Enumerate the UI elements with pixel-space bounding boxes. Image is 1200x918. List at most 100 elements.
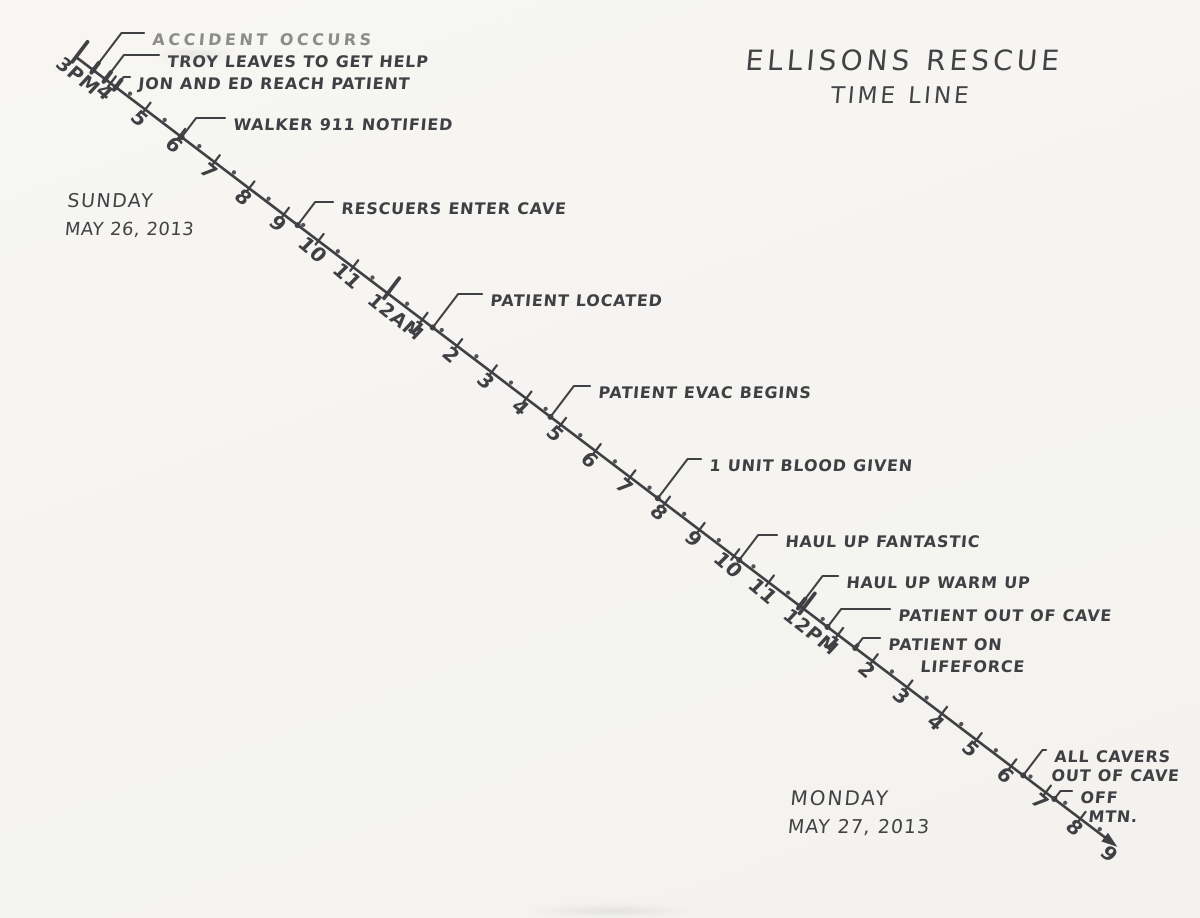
event-marker-bar <box>101 70 113 84</box>
event-label: PATIENT EVAC BEGINS <box>598 383 813 402</box>
half-hour-dot <box>405 301 410 306</box>
event-label: PATIENT ON <box>888 635 1004 654</box>
event-marker-dot <box>178 134 185 141</box>
hour-tick <box>626 469 637 483</box>
half-hour-dot <box>197 144 202 149</box>
half-hour-dot <box>1028 774 1033 779</box>
monday-date: MAY 27, 2013 <box>787 816 932 838</box>
hour-label: 7 <box>1026 788 1054 815</box>
event-marker-dot <box>1020 772 1027 779</box>
event-label: OUT OF CAVE <box>1051 766 1181 785</box>
hour-tick <box>314 232 325 246</box>
hour-label: 5 <box>541 420 569 447</box>
event-leader <box>738 533 779 562</box>
event-label: MTN. <box>1088 807 1139 826</box>
half-hour-dot <box>578 432 583 438</box>
half-hour-dot <box>716 538 721 543</box>
half-hour-dot <box>231 170 237 175</box>
event-leader <box>431 292 484 329</box>
event-label: LIFEFORCE <box>920 657 1026 676</box>
hour-tick <box>106 75 117 89</box>
hour-label: 2 <box>437 342 465 369</box>
half-hour-dot <box>993 748 998 753</box>
event-marker-dot <box>1051 796 1058 803</box>
half-hour-dot <box>301 222 306 228</box>
event-label: WALKER 911 NOTIFIED <box>233 115 454 134</box>
event-marker-dot <box>547 413 554 420</box>
hour-label: 4 <box>506 394 534 421</box>
hour-tick <box>418 311 429 325</box>
hour-label: 9 <box>680 525 708 552</box>
half-hour-dot <box>1097 826 1102 832</box>
timeline-axis <box>74 55 1110 842</box>
hour-tick <box>1007 758 1018 771</box>
hour-tick <box>279 206 291 220</box>
day-label-monday: MONDAY MAY 27, 2013 <box>787 786 934 838</box>
event-leader <box>826 607 892 629</box>
hour-label: 4 <box>922 709 950 736</box>
hour-label: 6 <box>160 131 188 158</box>
event-label: ALL CAVERS <box>1054 747 1172 766</box>
half-hour-dot <box>370 275 375 280</box>
sunday-date: MAY 26, 2013 <box>64 219 196 240</box>
scan-smudge <box>528 906 698 916</box>
hour-tick <box>382 276 402 301</box>
scan-smudge <box>155 48 237 62</box>
hour-tick <box>764 574 775 588</box>
event-label: JON AND ED REACH PATIENT <box>137 74 411 93</box>
half-hour-dot <box>959 721 964 727</box>
hour-label: 10 <box>293 232 333 268</box>
hour-tick <box>210 154 221 167</box>
hour-label: 6 <box>576 447 604 474</box>
half-hour-dot <box>335 249 340 254</box>
half-hour-dot <box>647 485 652 490</box>
half-hour-dot <box>127 91 133 96</box>
half-hour-dot <box>543 406 548 411</box>
event-leader <box>180 116 227 139</box>
hour-tick <box>70 39 90 64</box>
event-marker-dot <box>852 645 859 651</box>
event-leader <box>1053 789 1074 801</box>
half-hour-dot <box>612 459 618 464</box>
half-hour-dot <box>785 590 791 595</box>
event-label: 1 UNIT BLOOD GIVEN <box>709 456 914 475</box>
hour-label: 3 <box>887 683 915 710</box>
event-label: OFF <box>1080 788 1119 807</box>
half-hour-dot <box>1063 800 1068 805</box>
chart-title-line2: TIME LINE <box>829 83 973 109</box>
hour-label: 7 <box>195 158 223 185</box>
hour-label: 11 <box>743 573 783 609</box>
event-label: TROY LEAVES TO GET HELP <box>167 52 430 71</box>
hour-label: 5 <box>125 105 153 132</box>
hour-tick <box>141 101 152 115</box>
half-hour-dot <box>924 695 929 700</box>
event-leader <box>296 200 335 227</box>
hour-tick <box>972 732 983 745</box>
event-leader <box>92 31 146 72</box>
sunday-day-name: SUNDAY <box>66 190 155 212</box>
half-hour-dot <box>474 354 479 359</box>
monday-day-name: MONDAY <box>789 786 891 810</box>
event-label: PATIENT LOCATED <box>490 291 664 310</box>
hour-label: 3 <box>472 368 500 395</box>
hour-label: 8 <box>645 499 673 526</box>
half-hour-dot <box>162 117 167 122</box>
hour-label: 6 <box>991 762 1019 789</box>
half-hour-dot <box>266 196 271 201</box>
event-leader <box>854 636 882 650</box>
event-label: PATIENT OUT OF CAVE <box>898 606 1113 625</box>
hour-tick <box>868 653 879 666</box>
hour-label: 11 <box>328 258 368 294</box>
hour-label: 10 <box>709 547 749 583</box>
event-leader <box>798 574 840 608</box>
half-hour-dot <box>889 669 895 674</box>
event-marker-dot <box>736 557 743 564</box>
event-leader <box>549 384 592 418</box>
chart-title: ELLISONS RESCUE TIME LINE <box>710 44 1096 109</box>
event-marker-dot <box>429 324 436 331</box>
hour-label: 9 <box>264 210 292 237</box>
event-label: ACCIDENT OCCURS <box>152 30 376 49</box>
event-leader <box>656 457 703 500</box>
